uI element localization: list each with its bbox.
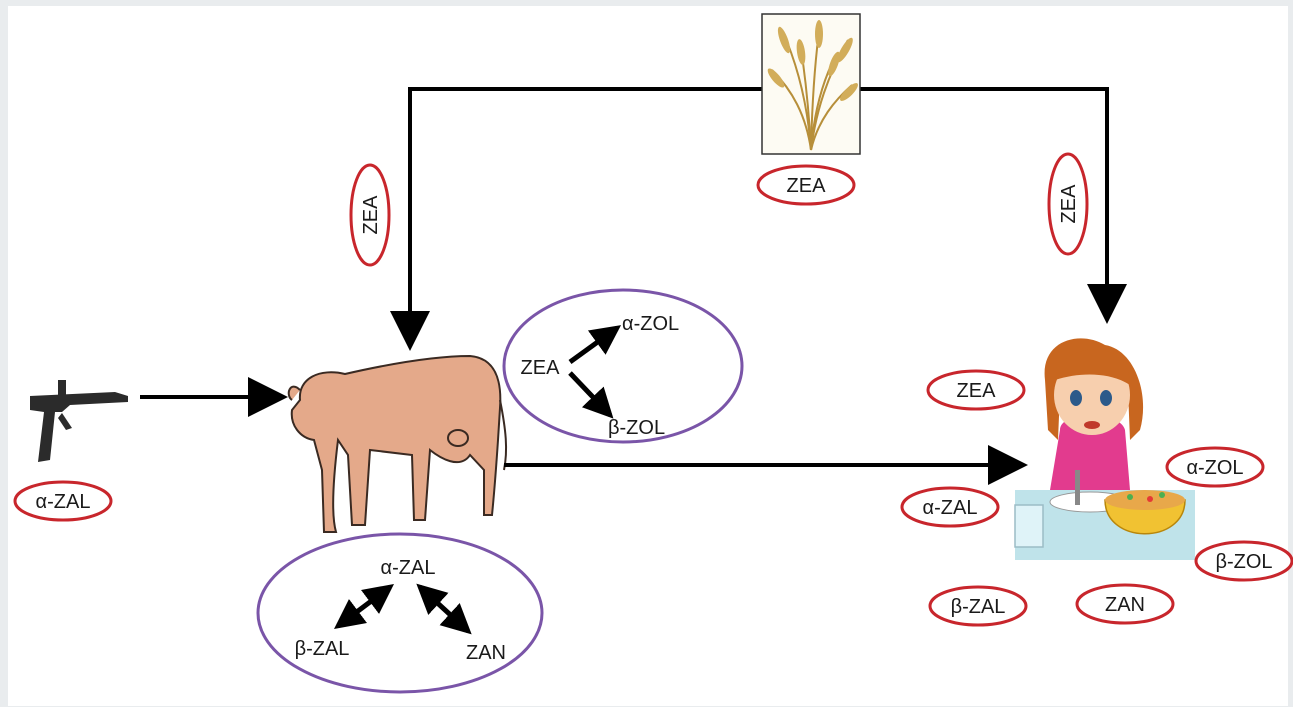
source-zea-badge: ZEA bbox=[756, 164, 856, 206]
feed-path-left-arrow bbox=[390, 87, 762, 351]
child-label-zan-badge: ZAN bbox=[1075, 583, 1175, 625]
path-right-zea-badge: ZEA bbox=[1047, 152, 1089, 256]
child-label-beta-zol: β-ZOL bbox=[1215, 551, 1272, 573]
child-label-beta-zol-badge: β-ZOL bbox=[1194, 540, 1293, 582]
path-left-zea-badge: ZEA bbox=[349, 163, 391, 267]
implant-metabolism-product-zan: ZAN bbox=[466, 642, 506, 664]
zea-to-alpha-zol-arrow bbox=[568, 325, 622, 365]
path-left-zea-label: ZEA bbox=[360, 195, 382, 235]
animal-metabolism-product-alpha-zol: α-ZOL bbox=[622, 313, 679, 335]
child-label-alpha-zal: α-ZAL bbox=[923, 497, 978, 519]
animal-metabolism-parent: ZEA bbox=[521, 357, 561, 379]
alpha-zal-to-beta-zal-arrow bbox=[334, 584, 394, 629]
wheat-icon bbox=[761, 13, 861, 155]
child-label-alpha-zol: α-ZOL bbox=[1186, 457, 1243, 479]
implant-metabolism-group: α-ZAL β-ZAL ZAN bbox=[256, 532, 544, 694]
implant-gun-icon bbox=[30, 380, 128, 462]
implant-label: α-ZAL bbox=[36, 491, 91, 513]
child-eating-icon bbox=[1014, 338, 1195, 560]
zea-to-beta-zol-arrow bbox=[568, 371, 614, 419]
child-label-zea-badge: ZEA bbox=[926, 369, 1026, 411]
implant-metabolism-parent: α-ZAL bbox=[381, 557, 436, 579]
feed-path-right-arrow bbox=[860, 87, 1127, 324]
child-label-zea: ZEA bbox=[957, 380, 997, 402]
child-label-alpha-zol-badge: α-ZOL bbox=[1165, 446, 1265, 488]
animal-metabolism-group: ZEA α-ZOL β-ZOL bbox=[502, 288, 744, 444]
source-zea-label: ZEA bbox=[787, 175, 827, 197]
implant-label-badge: α-ZAL bbox=[13, 480, 113, 522]
animal-metabolism-product-beta-zol: β-ZOL bbox=[608, 417, 665, 439]
alpha-zal-to-zan-arrow bbox=[416, 583, 472, 635]
child-label-zan: ZAN bbox=[1105, 594, 1145, 616]
implant-metabolism-product-beta-zal: β-ZAL bbox=[295, 638, 350, 660]
child-label-beta-zal-badge: β-ZAL bbox=[928, 585, 1028, 627]
child-label-alpha-zal-badge: α-ZAL bbox=[900, 486, 1000, 528]
child-label-beta-zal: β-ZAL bbox=[951, 596, 1006, 618]
path-right-zea-label: ZEA bbox=[1058, 184, 1080, 224]
